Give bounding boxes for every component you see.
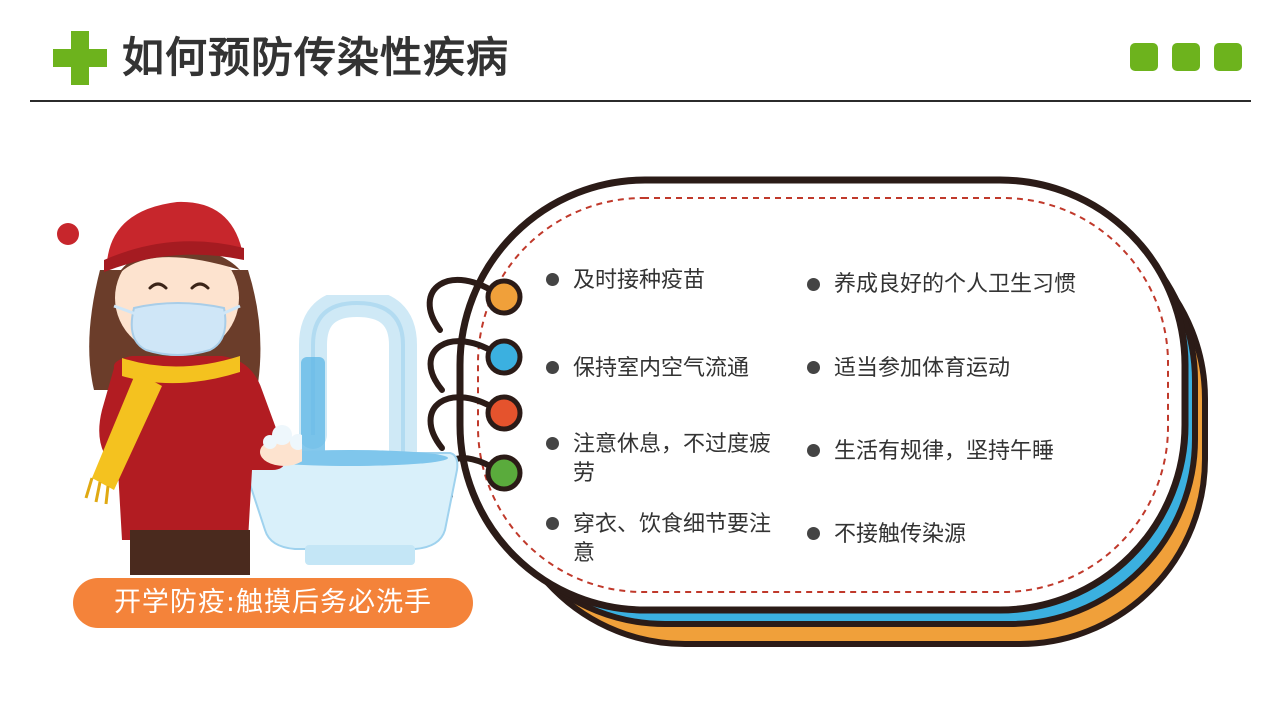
ring-red-icon [427,394,523,451]
sink-icon [241,450,459,565]
tip-item: 生活有规律，坚持午睡 [834,439,1055,464]
faucet-icon [299,295,417,479]
caption-badge: 开学防疫:触摸后务必洗手 [73,578,473,628]
bullet-dot [807,278,820,291]
bullet-dot [807,444,820,457]
decor-square-icon [1214,43,1242,71]
girl-with-mask-icon [57,201,302,575]
bullet-dot [807,361,820,374]
tip-item: 养成良好的个人卫生习惯 [834,272,1077,297]
tip-line: 注意休息，不过度疲 [573,432,772,457]
notebook-card [456,176,1208,647]
tip-line: 意 [573,541,596,566]
tip-item: 穿衣、饮食细节要注 意 [573,510,771,568]
bullet-dot [546,361,559,374]
tip-line: 劳 [573,461,596,486]
decor-square-icon [1172,43,1200,71]
bullet-dot [546,437,559,450]
tip-line: 穿衣、饮食细节要注 [573,512,772,537]
sink-illustration [241,295,459,565]
tip-item: 适当参加体育运动 [834,356,1011,381]
header: 如何预防传染性疾病 [0,0,1280,102]
ring-orange-icon [426,276,523,333]
tip-item: 保持室内空气流通 [573,356,750,381]
bullet-dot [807,527,820,540]
header-divider [30,100,1251,102]
ring-blue-icon [427,338,523,393]
tip-item: 及时接种疫苗 [573,268,706,293]
tip-item: 不接触传染源 [834,522,967,547]
page-title: 如何预防传染性疾病 [122,33,510,82]
bullet-dot [546,273,559,286]
binder-rings [426,276,523,499]
plus-icon [53,31,107,85]
decor-square-icon [1130,43,1158,71]
tip-item: 注意休息，不过度疲 劳 [573,430,771,488]
bullet-dot [546,517,559,530]
